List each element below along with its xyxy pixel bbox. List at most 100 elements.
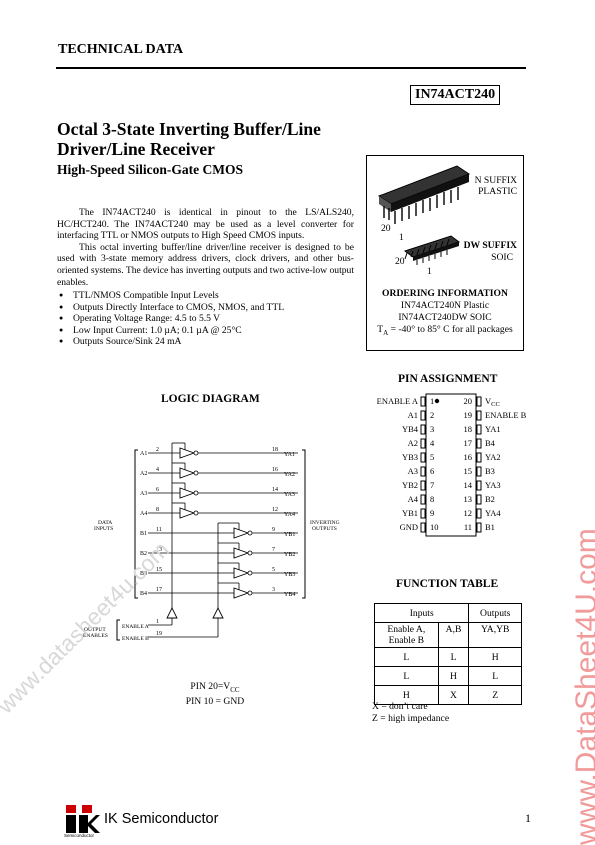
gate-output-label: YA3: [284, 492, 295, 498]
pin-stub: [420, 480, 426, 491]
inverter-gate-icon: [233, 547, 250, 559]
pin-name-left: A4: [408, 494, 419, 504]
function-table-outputs-header: Outputs: [468, 603, 522, 623]
description-para-1: The IN74ACT240 is identical in pinout to…: [57, 207, 354, 242]
inverter-bubble-icon: [193, 450, 199, 456]
pin-stub: [476, 424, 482, 435]
pin-name-right: B3: [485, 466, 495, 476]
gate-output-pin: 7: [272, 547, 275, 553]
inverter-bubble-icon: [247, 590, 253, 596]
company-logo: IK Semiconductor Semiconductor: [62, 803, 222, 839]
enable-b-pin: 19: [156, 631, 162, 637]
pin-number-right: 20: [464, 396, 473, 406]
inverter-bubble-icon: [247, 570, 253, 576]
feature-item: Outputs Directly Interface to CMOS, NMOS…: [57, 302, 357, 314]
pin-number-left: 8: [430, 494, 434, 504]
data-inputs-label: INPUTS: [94, 526, 113, 532]
gate-output-pin: 14: [272, 487, 278, 493]
ordering-item: IN74ACT240N Plastic: [400, 300, 490, 311]
gate-input-label: A4: [140, 511, 147, 517]
table-row: L H L: [374, 666, 522, 686]
pin-name-right: YA3: [485, 480, 501, 490]
gate-input-pin: 6: [156, 487, 159, 493]
gate-input-pin: 2: [156, 447, 159, 453]
table-note: Z = high impedance: [372, 713, 450, 724]
pin-stub: [420, 452, 426, 463]
pin-stub: [476, 452, 482, 463]
pin-stub: [476, 522, 482, 533]
pin-number-left: 9: [430, 508, 434, 518]
pin-number-right: 17: [464, 438, 473, 448]
dw-type-label: SOIC: [491, 252, 513, 263]
function-table-inputs-header: Inputs: [373, 603, 470, 623]
gate-input-label: A3: [140, 491, 147, 497]
pin-name-left: YB1: [402, 508, 418, 518]
header-technical-data: TECHNICAL DATA: [58, 42, 184, 57]
title-line-1: Octal 3-State Inverting Buffer/Line: [57, 119, 321, 139]
pin-number-right: 14: [464, 480, 473, 490]
inverter-bubble-icon: [247, 550, 253, 556]
gate-output-pin: 9: [272, 527, 275, 533]
enable-a-pin: 1: [156, 619, 159, 625]
gate-input-label: A2: [140, 471, 147, 477]
pin-name-left: A1: [408, 410, 418, 420]
feature-list: TTL/NMOS Compatible Input Levels Outputs…: [57, 290, 357, 348]
pin-number-left: 6: [430, 466, 434, 476]
pin-number-left: 5: [430, 452, 434, 462]
document-subtitle: High-Speed Silicon-Gate CMOS: [57, 162, 244, 177]
gate-output-pin: 5: [272, 567, 275, 573]
gate-output-label: YB1: [284, 532, 295, 538]
pin-stub: [420, 466, 426, 477]
pin-name-left: YB2: [402, 480, 418, 490]
dip-pin20-label: 20: [381, 223, 391, 234]
inverter-gate-icon: [233, 587, 250, 599]
pin-stub: [476, 410, 482, 421]
output-enables-label: OUTPUT: [84, 627, 106, 633]
pin-stub: [420, 508, 426, 519]
gate-input-pin: 11: [156, 527, 162, 533]
soic-package-icon: [403, 235, 461, 265]
enable-bracket: [116, 619, 120, 641]
pin-assignment-title: PIN ASSIGNMENT: [398, 373, 498, 385]
inverter-gate-icon: [179, 447, 196, 459]
gate-output-label: YA1: [284, 452, 295, 458]
pin-name-right: B1: [485, 522, 495, 532]
ic-body: [425, 393, 477, 537]
package-box: 20 1 N SUFFIX PLASTIC 20 1 DW SUFFIX SOI…: [366, 155, 524, 351]
dw-suffix-label: DW SUFFIX: [464, 240, 517, 251]
inverter-gate-icon: [179, 487, 196, 499]
feature-item: Outputs Source/Sink 24 mA: [57, 336, 357, 348]
feature-item: Operating Voltage Range: 4.5 to 5.5 V: [57, 313, 357, 325]
pin-number-left: 1: [430, 396, 434, 406]
dip-package-icon: [377, 165, 471, 224]
function-table: Inputs Outputs Enable A,Enable B A,B YA,…: [373, 603, 522, 705]
pin-name-left: A3: [408, 466, 418, 476]
gate-input-pin: 15: [156, 567, 162, 573]
description: The IN74ACT240 is identical in pinout to…: [57, 207, 354, 288]
data-inputs-label: DATA: [98, 520, 112, 526]
pin-stub: [420, 396, 426, 407]
pin-name-left: YB4: [402, 424, 419, 434]
function-table-title: FUNCTION TABLE: [396, 578, 499, 590]
part-number-box: IN74ACT240: [410, 85, 501, 105]
header-rule: [56, 67, 526, 69]
output-enables-label: ENABLES: [83, 633, 108, 639]
description-para-2: This octal inverting buffer/line driver/…: [57, 241, 354, 288]
gate-input-pin: 8: [156, 507, 159, 513]
gate-output-pin: 3: [272, 587, 275, 593]
n-type-label: PLASTIC: [478, 186, 517, 197]
pin-number-left: 4: [430, 438, 435, 448]
output-bracket: [302, 449, 306, 599]
pin-stub: [476, 396, 482, 407]
gate-input-label: B1: [140, 531, 147, 537]
feature-item: TTL/NMOS Compatible Input Levels: [57, 290, 357, 302]
input-bracket: [134, 449, 138, 599]
pin-stub: [476, 494, 482, 505]
enable-a-label: ENABLE A: [122, 624, 149, 630]
title-line-2: Driver/Line Receiver: [57, 139, 215, 159]
enable-inverter-icon: [212, 606, 224, 619]
gate-input-pin: 17: [156, 587, 162, 593]
gate-input-label: B4: [140, 591, 147, 597]
